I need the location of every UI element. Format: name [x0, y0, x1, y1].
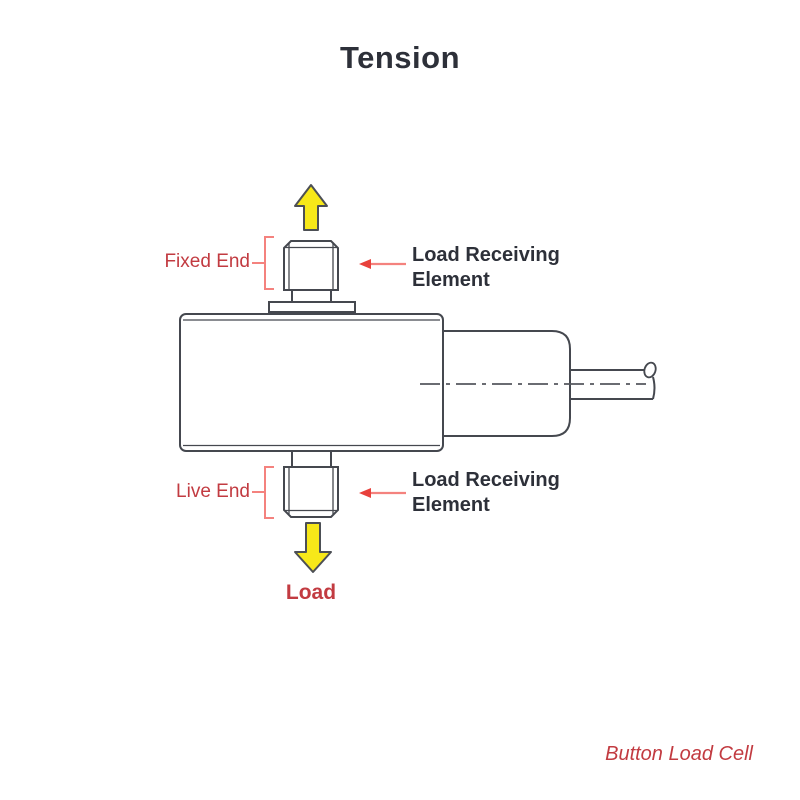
- diagram-caption: Button Load Cell: [605, 743, 753, 765]
- load-receiving-element-label-bottom: Load Receiving Element: [412, 469, 560, 516]
- load-down-arrow-icon: [294, 522, 332, 573]
- load-receiving-element-label-top: Load Receiving Element: [412, 244, 560, 291]
- cable: [570, 361, 657, 400]
- fixed-end-label: Fixed End: [164, 251, 250, 272]
- mounting-flange: [268, 301, 356, 313]
- live-end-bracket: [252, 466, 274, 519]
- fixed-end-bracket: [252, 236, 274, 290]
- tension-up-arrow-icon: [294, 184, 328, 231]
- load-cell-body: [179, 313, 444, 452]
- live-end-stud: [283, 451, 339, 518]
- cable-break-symbol: [643, 361, 657, 379]
- load-label: Load: [285, 581, 337, 604]
- pointer-arrow-bottom-icon: [359, 488, 406, 498]
- pointer-arrow-top-icon: [359, 259, 406, 269]
- live-end-label: Live End: [176, 481, 250, 502]
- page-title: Tension: [339, 40, 461, 75]
- fixed-end-stud: [268, 240, 356, 315]
